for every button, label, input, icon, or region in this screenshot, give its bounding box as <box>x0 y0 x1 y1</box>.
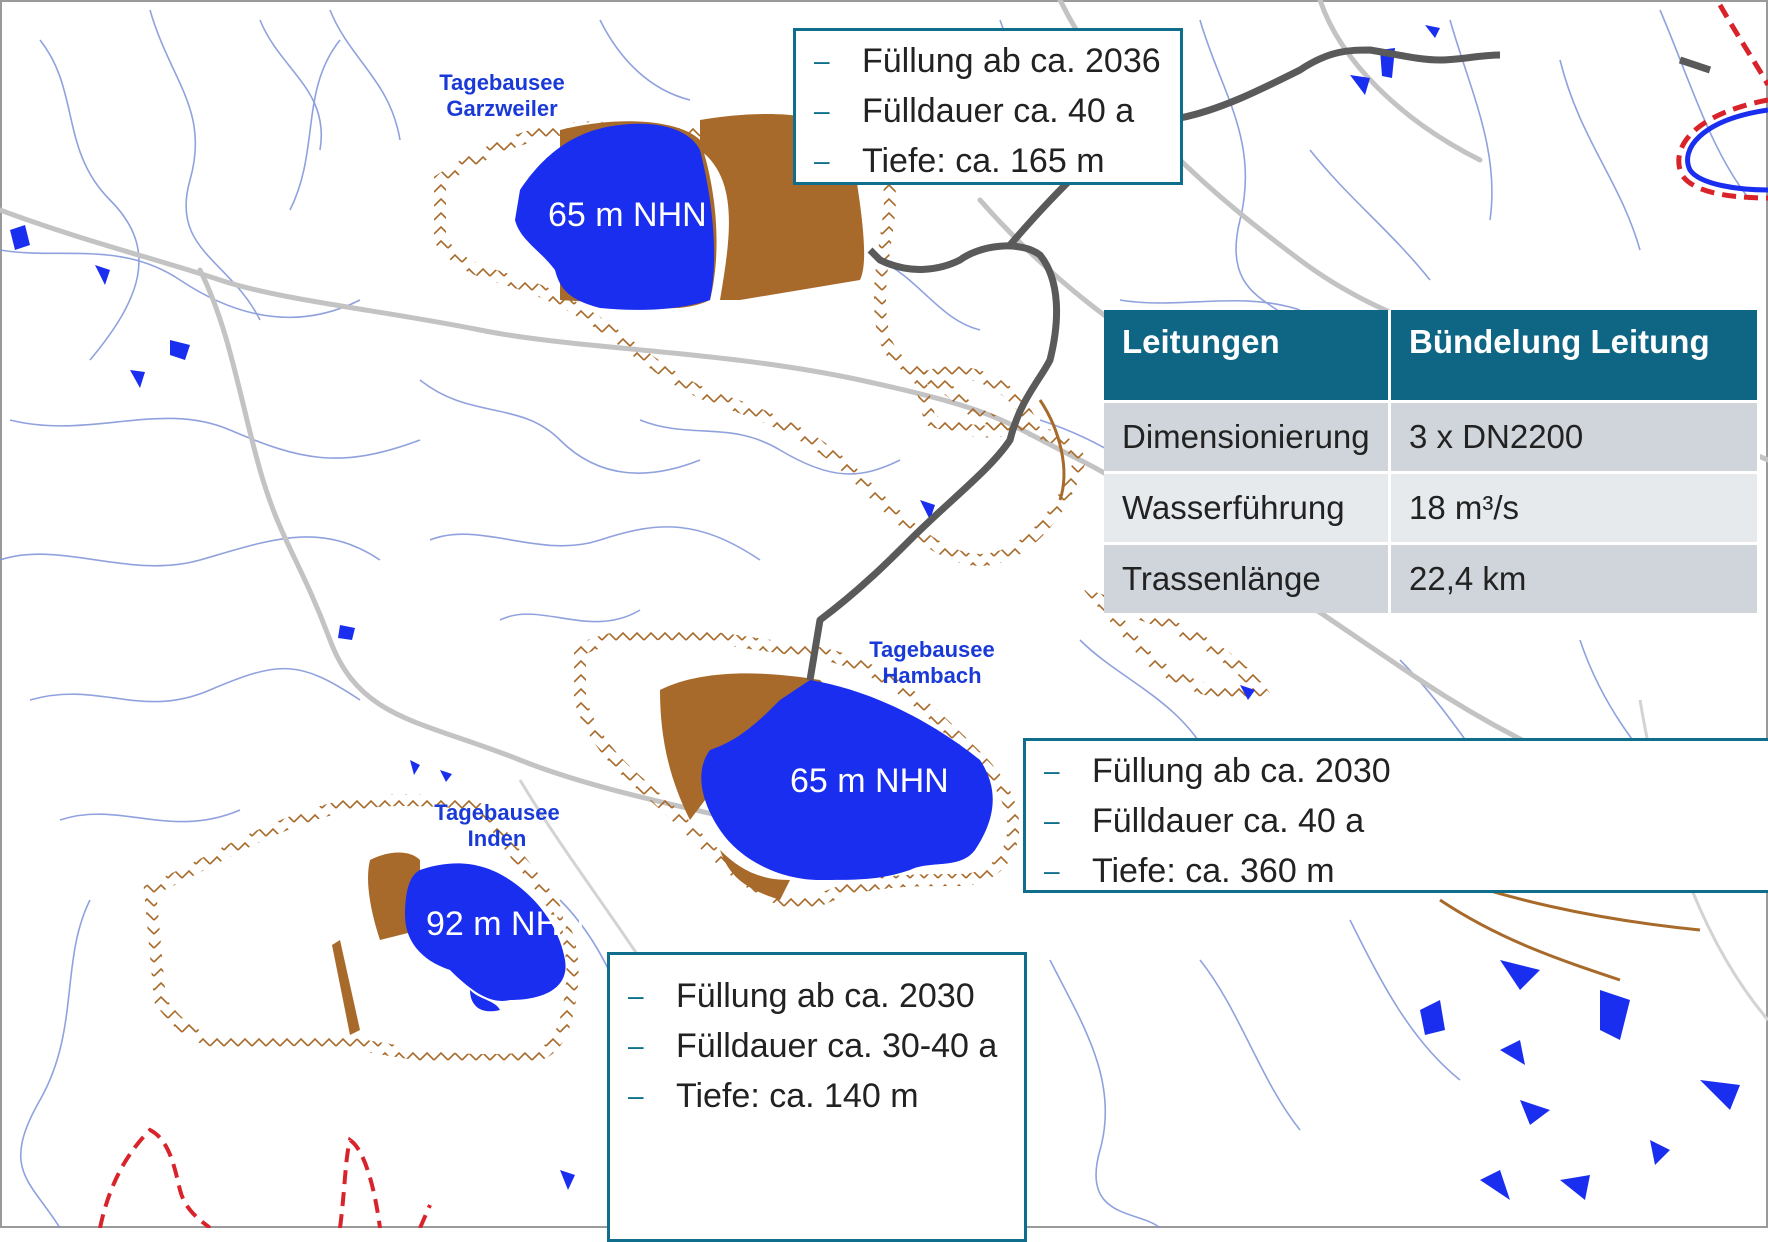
lake-label-line: Tagebausee <box>439 70 565 95</box>
table-cell: 18 m³/s <box>1389 471 1760 544</box>
lake-inden <box>405 863 566 1001</box>
table-cell: Wasserführung <box>1104 471 1391 544</box>
lake-label-inden: Tagebausee Inden <box>417 800 577 852</box>
lake-garzweiler <box>515 123 715 310</box>
admin-boundary-red <box>98 1127 432 1228</box>
lake-label-hambach: Tagebausee Hambach <box>852 637 1012 689</box>
water-level-garzweiler: 65 m NHN <box>548 196 707 234</box>
lake-label-line: Tagebausee <box>869 637 995 662</box>
lake-hambach <box>701 680 993 880</box>
info-item: –Füllung ab ca. 2036 <box>814 42 1161 80</box>
lake-label-garzweiler: Tagebausee Garzweiler <box>422 70 582 122</box>
info-item: –Tiefe: ca. 360 m <box>1044 852 1335 890</box>
table-row: Dimensionierung 3 x DN2200 <box>1104 400 1760 473</box>
lake-label-line: Tagebausee <box>434 800 560 825</box>
lake-label-line: Inden <box>467 826 527 851</box>
table-row: Wasserführung 18 m³/s <box>1104 471 1760 544</box>
table-header: Bündelung Leitung <box>1389 310 1760 402</box>
table-cell: Dimensionierung <box>1104 400 1391 473</box>
pipeline-table: Leitungen Bündelung Leitung Dimensionier… <box>1104 310 1760 613</box>
table-cell: 3 x DN2200 <box>1389 400 1760 473</box>
info-item: –Fülldauer ca. 40 a <box>1044 802 1365 840</box>
lake-label-line: Hambach <box>882 663 982 688</box>
table-cell: 22,4 km <box>1389 542 1760 613</box>
info-item: –Tiefe: ca. 140 m <box>628 1077 919 1115</box>
info-box-garzweiler: –Füllung ab ca. 2036 –Fülldauer ca. 40 a… <box>793 28 1183 185</box>
info-box-inden: –Füllung ab ca. 2030 –Fülldauer ca. 30-4… <box>607 952 1027 1242</box>
info-item: –Füllung ab ca. 2030 <box>628 977 975 1015</box>
water-level-hambach: 65 m NHN <box>790 762 949 800</box>
table-header-row: Leitungen Bündelung Leitung <box>1104 310 1760 402</box>
water-level-inden: 92 m NHN <box>426 905 585 943</box>
lake-water <box>405 123 993 1012</box>
table-row: Trassenlänge 22,4 km <box>1104 542 1760 613</box>
river-network <box>0 9 1751 1228</box>
table-cell: Trassenlänge <box>1104 542 1391 613</box>
info-item: –Fülldauer ca. 40 a <box>814 92 1135 130</box>
info-item: –Fülldauer ca. 30-40 a <box>628 1027 998 1065</box>
info-item: –Füllung ab ca. 2030 <box>1044 752 1391 790</box>
table-header: Leitungen <box>1104 310 1391 402</box>
info-box-hambach: –Füllung ab ca. 2030 –Fülldauer ca. 40 a… <box>1023 738 1768 893</box>
info-item: –Tiefe: ca. 165 m <box>814 142 1105 180</box>
lake-label-line: Garzweiler <box>446 96 558 121</box>
